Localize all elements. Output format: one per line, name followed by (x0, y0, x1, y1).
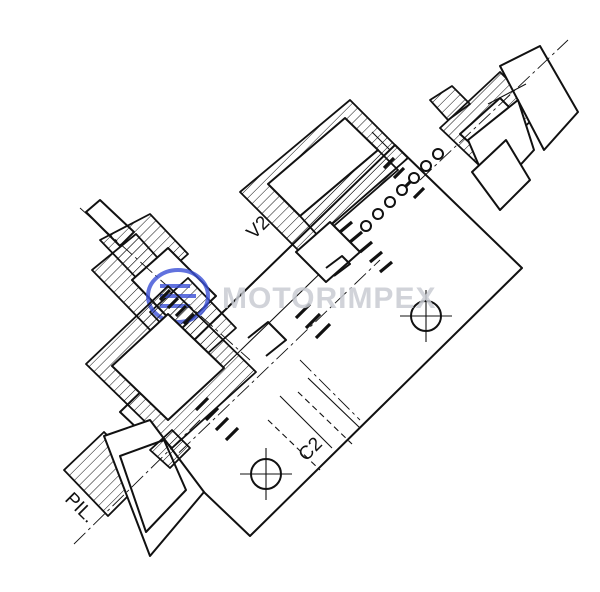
pil-fitting (63, 419, 205, 557)
v2-spring (338, 156, 426, 274)
c2-port-outline (267, 359, 361, 471)
mounting-hole-lower (240, 448, 292, 500)
check-balls (360, 148, 444, 232)
mounting-hole-upper (400, 290, 452, 342)
top-right-fitting (419, 39, 579, 211)
v2-cartridge (239, 99, 409, 283)
left-end-cap (85, 285, 257, 449)
watermark-text: MOTORIMPEX (222, 282, 436, 315)
